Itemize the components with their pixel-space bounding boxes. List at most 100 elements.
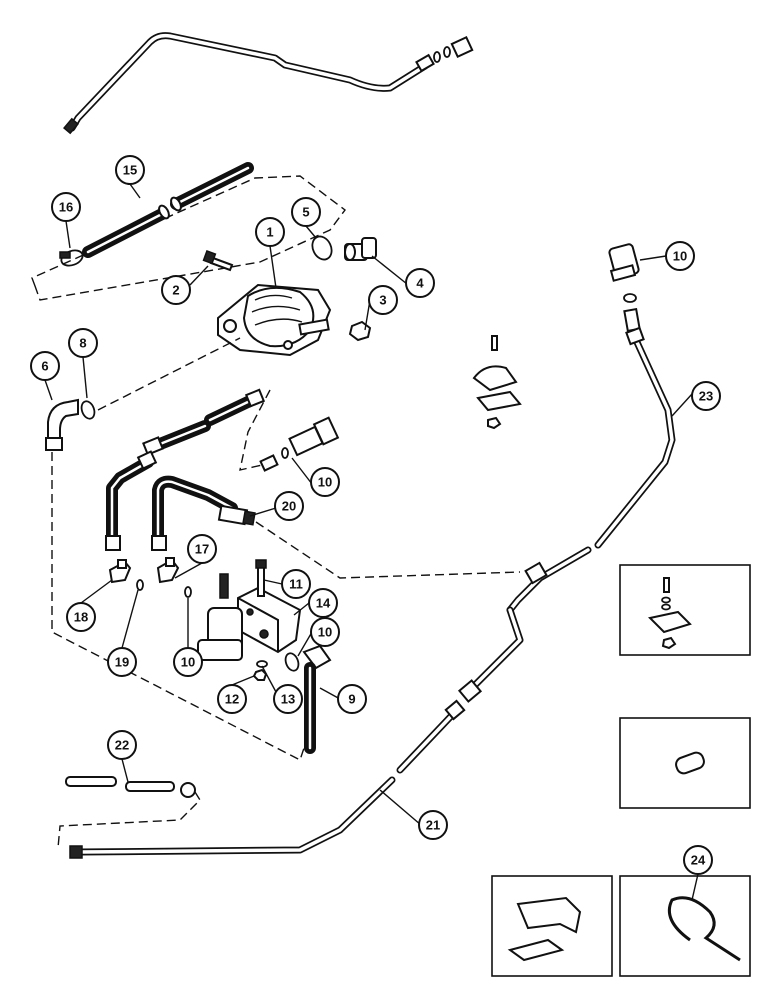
callout-number: 13 [281, 692, 295, 707]
hose-to-tee-dash [255, 521, 521, 579]
steel-line-upper [457, 326, 676, 703]
callout-23: 23 [691, 381, 721, 411]
elbow-hose [302, 644, 332, 754]
callout-circle [683, 845, 713, 875]
callout-number: 10 [181, 655, 195, 670]
callout-circle [665, 241, 695, 271]
callout-number: 14 [316, 596, 331, 611]
o-ring [184, 586, 192, 598]
callout-circle [217, 684, 247, 714]
callout-number: 20 [282, 499, 296, 514]
callout-circle [107, 647, 137, 677]
callout-number: 5 [302, 205, 309, 220]
inset-bracket-box [491, 875, 613, 977]
bolt [255, 559, 267, 597]
callout-21: 21 [418, 810, 448, 840]
callout-18: 18 [66, 602, 96, 632]
hose-assembly-upper [142, 388, 266, 456]
sleeve-dash [57, 791, 201, 849]
callout-circle [68, 328, 98, 358]
callout-circle [255, 217, 285, 247]
callout-11: 11 [281, 569, 311, 599]
callout-circle [310, 617, 340, 647]
callout-3: 3 [368, 285, 398, 315]
solenoid-valve [197, 573, 302, 661]
callout-20: 20 [274, 491, 304, 521]
tee-fitting [108, 559, 132, 584]
callout-number: 10 [673, 249, 687, 264]
hose-assembly-left [105, 450, 158, 551]
callout-circle [115, 155, 145, 185]
callout-number: 19 [115, 655, 129, 670]
callout-circle [30, 351, 60, 381]
steel-line-lower [69, 699, 466, 859]
callout-circle [281, 569, 311, 599]
quick-coupler [259, 416, 340, 472]
callout-circle [173, 647, 203, 677]
pump-to-elbow-dash [97, 337, 241, 411]
callout-16: 16 [51, 192, 81, 222]
callout-circle [291, 197, 321, 227]
callout-number: 10 [318, 625, 332, 640]
callout-10: 10 [173, 647, 203, 677]
o-ring [136, 579, 144, 591]
o-ring [284, 652, 300, 672]
callout-2: 2 [161, 275, 191, 305]
callout-number: 10 [318, 475, 332, 490]
callout-number: 16 [59, 200, 73, 215]
callout-10: 10 [665, 241, 695, 271]
callout-22: 22 [107, 730, 137, 760]
hydraulic-pump [217, 283, 332, 357]
callout-circle [274, 491, 304, 521]
callout-circle [691, 381, 721, 411]
callout-circle [187, 534, 217, 564]
callout-circle [66, 602, 96, 632]
elbow-fitting [45, 398, 79, 451]
top-steel-line [63, 32, 435, 135]
callout-1: 1 [255, 217, 285, 247]
o-ring [311, 235, 333, 261]
tube-sleeves [65, 776, 196, 798]
callout-circle [51, 192, 81, 222]
callout-number: 4 [416, 276, 424, 291]
inset-tie-box [619, 875, 751, 977]
inset-sleeve-box [619, 717, 751, 809]
callout-circle [310, 467, 340, 497]
suction-hose-pieces [82, 162, 254, 258]
callout-circle [405, 268, 435, 298]
pump-fitting [344, 237, 377, 261]
bolt [202, 249, 234, 272]
callout-19: 19 [107, 647, 137, 677]
callout-circle [368, 285, 398, 315]
callout-circle [273, 684, 303, 714]
tee-fitting [156, 557, 180, 584]
callout-number: 22 [115, 738, 129, 753]
callout-number: 12 [225, 692, 239, 707]
callout-number: 3 [379, 293, 386, 308]
callout-number: 11 [289, 577, 303, 592]
callout-24: 24 [683, 845, 713, 875]
callout-17: 17 [187, 534, 217, 564]
callout-number: 8 [79, 336, 86, 351]
callout-number: 15 [123, 163, 137, 178]
callout-6: 6 [30, 351, 60, 381]
top-fitting [433, 35, 474, 63]
hose-assembly-middle [151, 475, 238, 551]
callout-circle [107, 730, 137, 760]
callout-13: 13 [273, 684, 303, 714]
inset-clamp-box [619, 564, 751, 656]
callout-number: 17 [195, 542, 209, 557]
callout-10: 10 [310, 617, 340, 647]
callout-number: 21 [426, 818, 440, 833]
callout-9: 9 [337, 684, 367, 714]
hose-fitting [217, 504, 256, 526]
callout-number: 1 [266, 225, 273, 240]
callout-15: 15 [115, 155, 145, 185]
callout-5: 5 [291, 197, 321, 227]
callout-8: 8 [68, 328, 98, 358]
callout-number: 6 [41, 359, 48, 374]
callout-circle [418, 810, 448, 840]
quick-coupler-right [608, 243, 641, 333]
callout-10: 10 [310, 467, 340, 497]
